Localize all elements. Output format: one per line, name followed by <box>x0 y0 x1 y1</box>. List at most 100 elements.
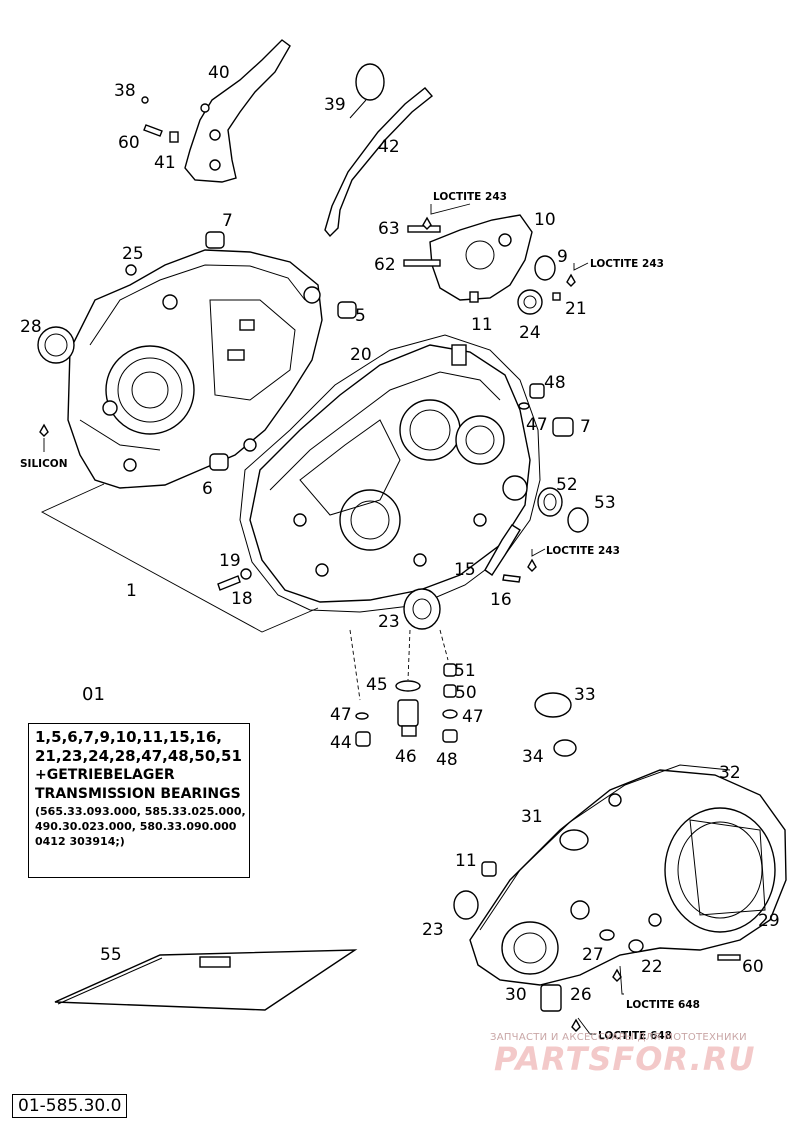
document-number: 01-585.30.0 <box>12 1094 128 1118</box>
label-48-lower: 48 <box>436 750 458 770</box>
note-loctite-243-mid: LOCTITE 243 <box>546 545 620 557</box>
label-34: 34 <box>522 747 544 767</box>
leader-lines <box>43 203 624 1035</box>
note-loctite-648-lower: LOCTITE 648 <box>598 1030 672 1042</box>
label-22: 22 <box>641 957 663 977</box>
label-24: 24 <box>519 323 541 343</box>
label-27: 27 <box>582 945 604 965</box>
watermark-logo: PARTSFOR.RU <box>494 1040 756 1078</box>
cable-bracket <box>141 39 291 183</box>
dowel-11-lower <box>481 861 497 877</box>
label-52: 52 <box>556 475 578 495</box>
label-46: 46 <box>395 747 417 767</box>
label-62: 62 <box>374 255 396 275</box>
note-silicon: SILICON <box>20 458 68 470</box>
label-38: 38 <box>114 81 136 101</box>
label-26: 26 <box>570 985 592 1005</box>
loctite-drop-a <box>612 968 622 982</box>
label-32: 32 <box>719 763 741 783</box>
label-10: 10 <box>534 210 556 230</box>
o-ring-34 <box>553 739 577 757</box>
plug-25 <box>125 264 137 276</box>
dowel-7-upper <box>205 231 225 249</box>
seal-23-lower <box>453 890 479 920</box>
engine-mount-bracket <box>403 214 561 315</box>
seal-53 <box>567 507 589 533</box>
note-loctite-243-right: LOCTITE 243 <box>590 258 664 270</box>
kit-ref-line-2: 490.30.023.000, 580.33.090.000 <box>35 820 237 833</box>
label-5: 5 <box>355 306 366 326</box>
label-9: 9 <box>557 247 568 267</box>
plug-48 <box>529 383 545 399</box>
label-7-right: 7 <box>580 417 591 437</box>
loctite-drop-b <box>571 1018 581 1032</box>
note-loctite-648-upper: LOCTITE 648 <box>626 999 700 1011</box>
label-16: 16 <box>490 590 512 610</box>
label-29: 29 <box>758 911 780 931</box>
label-47-right: 47 <box>526 415 548 435</box>
label-42: 42 <box>378 137 400 157</box>
clutch-cover <box>469 769 787 986</box>
main-bearing-23 <box>403 588 441 630</box>
label-45: 45 <box>366 675 388 695</box>
left-crankcase-half <box>67 249 323 489</box>
label-60-lower: 60 <box>742 957 764 977</box>
label-20: 20 <box>350 345 372 365</box>
watermark-tagline: ЗАПЧАСТИ И АКСЕССУАРЫ ДЛЯ МОТОТЕХНИКИ <box>490 1032 747 1043</box>
label-18: 18 <box>231 589 253 609</box>
dowel-7-right <box>552 417 574 437</box>
kit-transmission-bearings: TRANSMISSION BEARINGS <box>35 786 241 802</box>
kit-title: 01 <box>82 684 105 705</box>
label-1: 1 <box>126 581 137 601</box>
oil-screen-parts <box>355 663 458 747</box>
plug-26 <box>540 984 562 1012</box>
label-51: 51 <box>454 661 476 681</box>
dowel-5 <box>337 301 357 319</box>
label-63: 63 <box>378 219 400 239</box>
filler-cap-33 <box>534 692 572 718</box>
label-55: 55 <box>100 945 122 965</box>
kit-parts-line-2: 21,23,24,28,47,48,50,51 <box>35 747 242 765</box>
gasket-set-55 <box>54 949 358 1011</box>
label-40: 40 <box>208 63 230 83</box>
label-15: 15 <box>454 560 476 580</box>
label-60-top: 60 <box>118 133 140 153</box>
label-23-upper: 23 <box>378 612 400 632</box>
label-47-lower: 47 <box>462 707 484 727</box>
screw-16 <box>502 574 521 583</box>
label-21: 21 <box>565 299 587 319</box>
clutch-cover-gasket <box>479 764 731 931</box>
plug-22 <box>628 939 644 953</box>
o-ring-28 <box>37 326 75 364</box>
loctite-drop-c <box>422 216 432 230</box>
dowel-6 <box>209 453 229 471</box>
label-44: 44 <box>330 733 352 753</box>
guide-lines <box>349 629 449 701</box>
silicon-drop <box>39 423 49 437</box>
kit-ref-line-3: 0412 303914;) <box>35 835 125 848</box>
kit-parts-line-1: 1,5,6,7,9,10,11,15,16, <box>35 728 222 746</box>
loctite-drop-d <box>566 273 576 287</box>
label-39: 39 <box>324 95 346 115</box>
label-30: 30 <box>505 985 527 1005</box>
screw-18 <box>217 575 241 591</box>
label-19: 19 <box>219 551 241 571</box>
repair-kit-box: 1,5,6,7,9,10,11,15,16, 21,23,24,28,47,48… <box>28 723 250 878</box>
washer-27 <box>599 929 615 941</box>
label-11-lower: 11 <box>455 851 477 871</box>
screw-60-lower <box>717 954 741 961</box>
bearing-52 <box>537 487 563 517</box>
label-6: 6 <box>202 479 213 499</box>
kit-getriebelager: +GETRIEBELAGER <box>35 767 175 783</box>
loctite-drop-e <box>527 558 537 572</box>
label-11-upper: 11 <box>471 315 493 335</box>
label-31: 31 <box>521 807 543 827</box>
label-25: 25 <box>122 244 144 264</box>
crankcase-gasket <box>239 334 541 613</box>
label-47-left: 47 <box>330 705 352 725</box>
part-numbers: 40 38 60 41 39 42 7 25 28 5 20 6 1 19 18… <box>20 63 780 1005</box>
seal-47 <box>518 402 530 410</box>
assembly-bracket <box>40 483 319 633</box>
label-41: 41 <box>154 153 176 173</box>
